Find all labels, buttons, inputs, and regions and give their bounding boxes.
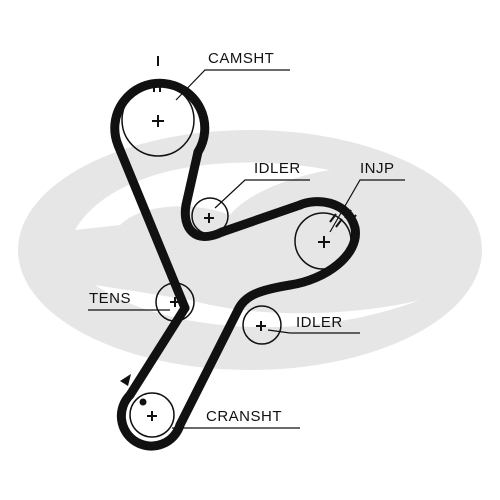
plus-icon	[152, 115, 164, 127]
timing-mark-icon	[329, 213, 337, 223]
idler-lower-pulley	[242, 305, 282, 345]
belt-left-upper-run	[113, 140, 190, 313]
pulleys	[121, 83, 352, 438]
camsht-sprocket	[121, 83, 195, 157]
injp-sprocket	[294, 212, 352, 270]
timing-mark-icon	[335, 218, 343, 228]
belt-upper-run	[217, 200, 305, 237]
label-idler-lower: IDLER	[296, 314, 343, 331]
plus-icon	[204, 213, 214, 223]
belt-camsht-wrap	[110, 78, 210, 157]
belt-injp-wrap	[285, 197, 360, 290]
leader-idler-upper	[214, 179, 310, 209]
label-cransht: CRANSHT	[206, 408, 282, 425]
leader-lines	[88, 69, 405, 429]
belt-right-lower-run	[175, 305, 243, 430]
belt-cransht-wrap	[116, 390, 185, 451]
belt-left-lower-run	[125, 303, 190, 400]
watermark-logo	[18, 130, 482, 370]
plus-icon	[256, 321, 266, 331]
watermark-swoosh-top	[75, 162, 330, 230]
label-injp: INJP	[360, 160, 395, 177]
timing-marks	[153, 56, 357, 228]
center-marks	[147, 115, 330, 421]
plus-icon	[147, 411, 157, 421]
leader-camsht	[175, 69, 290, 101]
leader-injp	[329, 179, 405, 233]
belt	[110, 78, 360, 451]
timing-mark-icon	[349, 214, 357, 224]
plus-icon	[170, 297, 180, 307]
crank-dot-icon	[139, 398, 147, 406]
tens-pulley	[155, 282, 195, 322]
belt-lower-idler-run	[233, 280, 295, 315]
idler-upper-pulley	[191, 197, 229, 235]
label-idler-upper: IDLER	[254, 160, 301, 177]
plus-icon	[318, 236, 330, 248]
label-tens: TENS	[89, 290, 131, 307]
belt-right-upper-run	[181, 147, 203, 210]
cransht-sprocket	[129, 392, 175, 438]
label-camsht: CAMSHT	[208, 50, 274, 67]
timing-mark-icon	[344, 209, 352, 219]
belt-upper-idler-wrap	[180, 200, 227, 241]
leader-idler-lower	[267, 329, 360, 334]
direction-arrow-icon	[120, 374, 131, 386]
